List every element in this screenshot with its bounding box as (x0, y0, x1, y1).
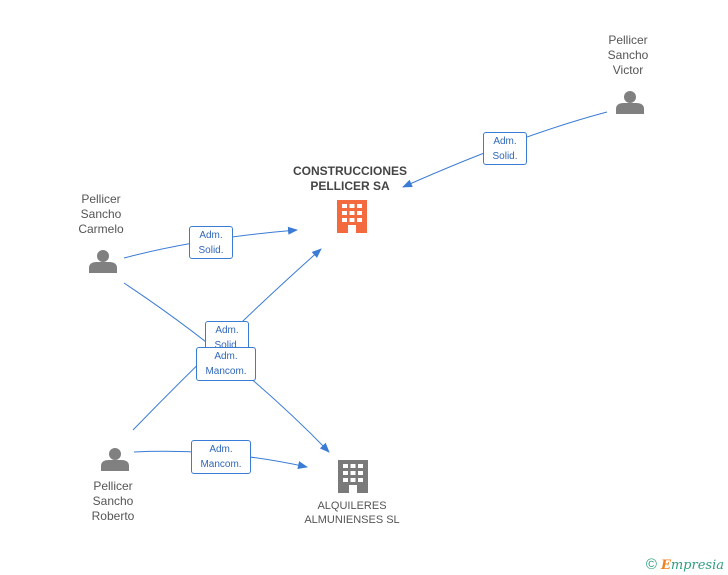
brand-text: mpresia (670, 558, 724, 573)
person-icon[interactable] (101, 448, 129, 471)
edge-role-victor-construcciones[interactable]: Adm. Solid. (483, 132, 527, 165)
name-line: Victor (612, 63, 644, 77)
company-label-construcciones[interactable]: CONSTRUCCIONES PELLICER SA (280, 164, 420, 194)
role-line: Solid. (198, 245, 224, 256)
person-label-carmelo[interactable]: Pellicer Sancho Carmelo (61, 192, 141, 237)
company-name-line: CONSTRUCCIONES (292, 164, 407, 178)
role-line: Mancom. (200, 459, 242, 470)
company-name-line: ALMUNIENSES SL (304, 514, 400, 526)
role-line: Solid. (492, 151, 518, 162)
company-name-line: PELLICER SA (310, 179, 390, 193)
name-line: Pellicer (93, 479, 133, 493)
person-icon[interactable] (89, 250, 117, 273)
company-label-alquileres[interactable]: ALQUILERES ALMUNIENSES SL (290, 499, 414, 527)
edge-role-carmelo-alquileres[interactable]: Adm. Mancom. (196, 347, 256, 381)
footer-brand[interactable]: ©Empresia (646, 556, 724, 573)
name-line: Sancho (92, 494, 134, 508)
edge-role-roberto-alquileres[interactable]: Adm. Mancom. (191, 440, 251, 474)
person-label-roberto[interactable]: Pellicer Sancho Roberto (73, 479, 153, 524)
building-icon[interactable] (338, 460, 368, 493)
name-line: Carmelo (78, 222, 124, 236)
role-line: Adm. (209, 444, 233, 455)
role-line: Adm. (214, 351, 238, 362)
name-line: Sancho (80, 207, 122, 221)
role-line: Adm. (493, 136, 517, 147)
company-name-line: ALQUILERES (317, 500, 387, 512)
copyright-icon: © (645, 556, 657, 573)
name-line: Sancho (607, 48, 649, 62)
person-label-victor[interactable]: Pellicer Sancho Victor (588, 33, 668, 78)
brand-letter: E (660, 558, 671, 573)
edge-role-carmelo-construcciones[interactable]: Adm. Solid. (189, 226, 233, 259)
role-line: Mancom. (205, 366, 247, 377)
building-icon[interactable] (337, 200, 367, 233)
role-line: Adm. (199, 230, 223, 241)
person-icon[interactable] (616, 91, 644, 114)
role-line: Adm. (215, 325, 239, 336)
name-line: Pellicer (608, 33, 648, 47)
role-line: Solid. (214, 340, 240, 351)
name-line: Pellicer (81, 192, 121, 206)
name-line: Roberto (91, 509, 135, 523)
brand-logo: Empresia (661, 558, 724, 573)
